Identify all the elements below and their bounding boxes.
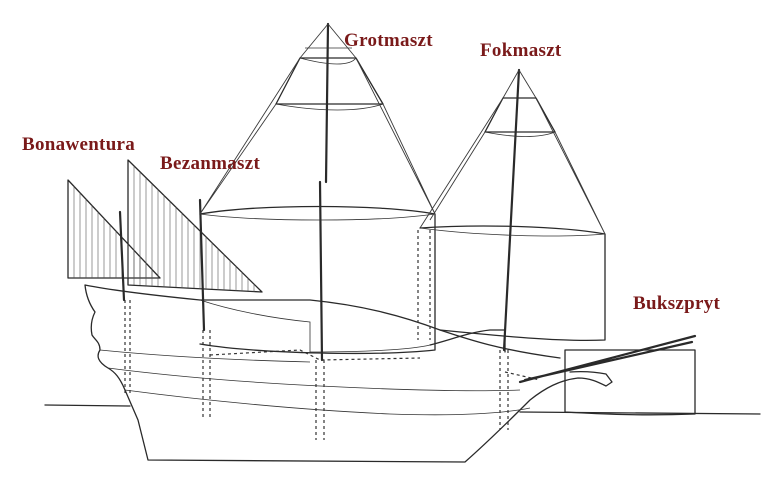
bowsprit (518, 334, 697, 384)
hull-strake-3 (99, 349, 311, 363)
mizzen-mast (198, 198, 206, 332)
label-bonawentura: Bonawentura (22, 134, 136, 155)
main-sails (199, 47, 436, 355)
label-grotmaszt: Grotmaszt (344, 30, 433, 51)
hidden-lines (124, 230, 541, 440)
hull-strake-2 (124, 389, 531, 416)
lateen-sails (67, 159, 263, 293)
bonaventure-mast (118, 210, 126, 302)
hull-strake-1 (107, 367, 521, 392)
water-line (44, 404, 761, 415)
hull-outline (84, 284, 613, 463)
rigging (199, 23, 606, 235)
forecastle (429, 329, 506, 353)
fore-sails (419, 97, 606, 342)
label-bezanmaszt: Bezanmaszt (160, 153, 261, 174)
fore-mast (502, 68, 521, 352)
upper-deck (199, 299, 431, 353)
label-fokmaszt: Fokmaszt (480, 40, 562, 61)
label-bukszpryt: Bukszpryt (633, 293, 721, 314)
spritsail (564, 349, 696, 416)
main-mast (318, 22, 330, 362)
